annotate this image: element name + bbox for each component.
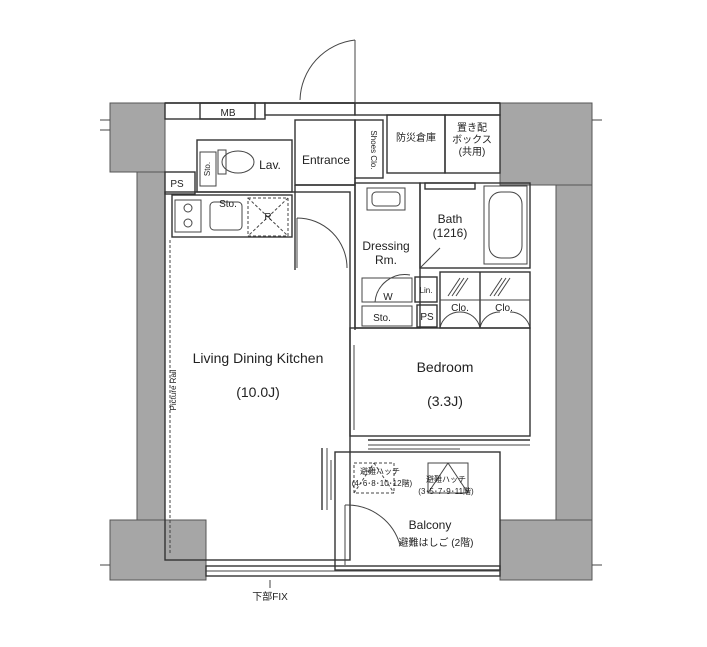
label-delivery-box-1: 置き配	[457, 122, 487, 134]
label-hatch-a-1: 避難ハッチ	[360, 466, 400, 476]
closet-hatch-6	[497, 277, 511, 297]
closet-hatch-1	[447, 277, 461, 297]
closet-hatch-5	[493, 277, 507, 297]
label-delivery-box-3: (共用)	[459, 146, 486, 158]
burner-2-icon	[183, 218, 193, 228]
hatch-b-diag-1	[427, 462, 449, 494]
label-bedroom-2: (3.3J)	[427, 393, 463, 409]
label-ldk-1: Living Dining Kitchen	[193, 350, 324, 366]
washbasin-inner	[371, 191, 401, 207]
bedroom	[349, 327, 531, 437]
sink	[209, 201, 243, 231]
label-lin: Lin.	[420, 286, 433, 295]
wall-left	[136, 171, 166, 521]
delivery-box	[444, 114, 501, 174]
label-dressing-2: Rm.	[375, 253, 397, 267]
burner-1-icon	[183, 203, 193, 213]
balcony-area	[334, 451, 501, 571]
column-bottom-left	[109, 519, 207, 581]
closet-door-2	[479, 311, 531, 329]
hatch-a-diag-2	[373, 462, 395, 494]
label-ldk-2: (10.0J)	[236, 384, 280, 400]
washbasin	[366, 187, 406, 211]
mb-box	[199, 102, 256, 120]
wall-top-right	[354, 102, 501, 116]
bathtub	[483, 185, 528, 265]
stove	[174, 199, 202, 233]
wall-top-left	[164, 102, 266, 120]
label-r: R	[264, 212, 271, 223]
toilet-bowl-icon	[221, 150, 255, 174]
label-delivery-box-2: ボックス	[452, 134, 492, 146]
ps-right-box	[416, 304, 438, 328]
corridor-door-swing	[296, 217, 348, 269]
entrance-door-swing	[299, 39, 356, 102]
label-entrance: Entrance	[302, 153, 350, 167]
kitchen-counter	[171, 194, 293, 238]
closet-hatch-2	[451, 277, 465, 297]
wall-right	[555, 184, 593, 521]
closet-hatch-3	[455, 277, 469, 297]
label-hatch-a-2: (4･6･8･10･12階)	[352, 478, 413, 488]
closet-hatch-4	[489, 277, 503, 297]
fridge	[247, 197, 289, 237]
toilet-tank	[217, 149, 227, 175]
column-bottom-right	[499, 519, 593, 581]
toilet-sto	[199, 151, 217, 187]
label-sto-dressing: Sto.	[373, 313, 391, 324]
label-ps-right: PS	[420, 312, 434, 323]
bath-counter	[424, 182, 476, 190]
closet-door-1	[439, 311, 481, 329]
hatch-a-diag-1	[353, 462, 375, 494]
ldk-room	[164, 191, 351, 561]
wall-top-mid	[264, 102, 356, 116]
label-dressing-1: Dressing	[362, 239, 409, 253]
fridge-x-2	[247, 197, 289, 237]
disaster-storage	[386, 114, 446, 174]
label-lav: Lav.	[259, 158, 281, 172]
sto-dressing	[361, 305, 413, 327]
label-hatch-b-1: 避難ハッチ	[426, 474, 466, 484]
column-top-right	[499, 102, 593, 186]
label-clo-2: Clo.	[495, 303, 513, 314]
bath-door	[419, 247, 441, 269]
label-balcony: Balcony	[409, 518, 452, 532]
label-bedroom-1: Bedroom	[417, 359, 474, 375]
label-mb: MB	[221, 108, 236, 119]
label-lower-fix: 下部FIX	[252, 590, 288, 603]
label-picture-rail: Picture Rail	[169, 369, 178, 410]
balcony-gate-swing	[344, 504, 401, 565]
column-top-left	[109, 102, 166, 173]
label-bath-2: (1216)	[433, 226, 468, 240]
shoes-closet	[354, 119, 384, 179]
label-ps-left: PS	[170, 179, 184, 190]
label-clo-1: Clo.	[451, 303, 469, 314]
label-ladder: 避難はしご (2階)	[399, 536, 474, 549]
label-hatch-b-2: (3･5･7･9･11階)	[418, 486, 474, 496]
label-sto-toilet: Sto.	[203, 162, 212, 176]
label-bath-1: Bath	[438, 212, 463, 226]
ps-left-box	[164, 171, 196, 195]
washer-door-swing	[374, 274, 411, 303]
label-sto-kitchen: Sto.	[219, 199, 237, 210]
bathtub-inner	[488, 191, 523, 259]
hatch-b-diag-2	[447, 462, 469, 494]
label-w: W	[383, 292, 393, 303]
washer	[361, 277, 413, 303]
linen-box	[414, 276, 438, 303]
label-shoes-clo: Shoes Clo.	[369, 130, 378, 169]
label-disaster-storage: 防災倉庫	[396, 131, 436, 144]
